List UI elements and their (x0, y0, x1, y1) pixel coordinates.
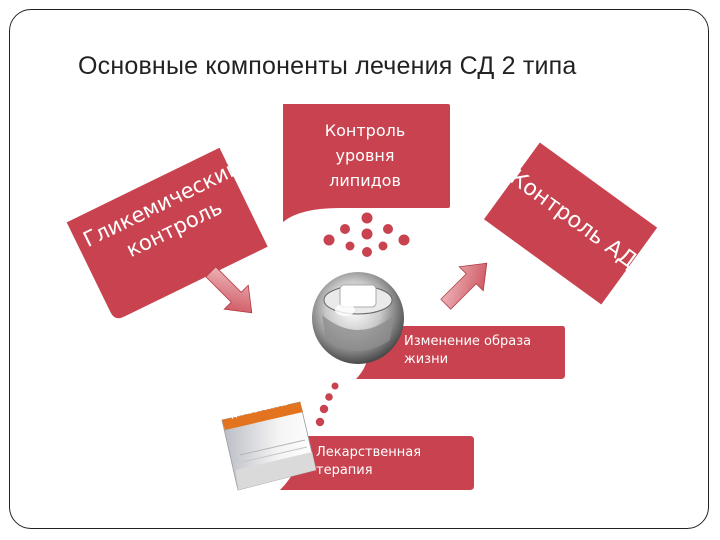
lipid-control-label: Контроль уровня липидов (324, 121, 406, 190)
bp-control-band (483, 142, 658, 305)
drug-package-illustration (221, 401, 317, 491)
lipid-control-box (283, 104, 450, 222)
pot-illustration (312, 272, 404, 364)
lifestyle-box (356, 326, 565, 379)
dot-trail-middle (315, 382, 339, 427)
glycemic-control-band (66, 147, 268, 319)
drug-therapy-box (280, 436, 474, 490)
drug-therapy-label: Лекарственная терапия (316, 445, 422, 478)
slide-title: Основные компоненты лечения СД 2 типа (78, 52, 577, 80)
arrow-up-right-icon (440, 262, 488, 310)
arrow-down-right-icon (205, 266, 253, 314)
lifestyle-label: Изменение образа жизни (404, 334, 532, 367)
dot-cluster-top (323, 212, 410, 257)
